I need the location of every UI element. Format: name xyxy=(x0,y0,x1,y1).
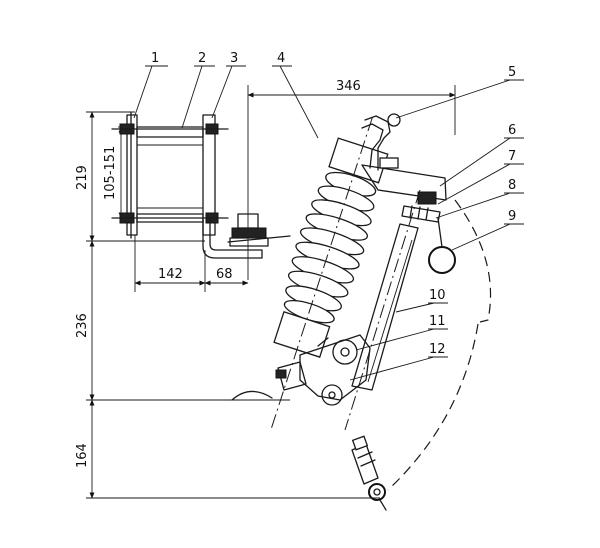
callout-3: 3 xyxy=(230,51,238,66)
swing-path xyxy=(387,199,492,491)
callout-leaders xyxy=(133,65,524,381)
callout-8: 8 xyxy=(508,178,516,193)
dim-346-label: 346 xyxy=(336,79,361,94)
callout-2: 2 xyxy=(198,51,206,66)
top-contact-assembly xyxy=(361,113,456,274)
fuse-tube xyxy=(344,189,421,431)
callout-1: 1 xyxy=(151,51,159,66)
dim-68-label: 68 xyxy=(216,267,233,282)
callout-6: 6 xyxy=(508,123,516,138)
dimension-lines xyxy=(86,85,456,499)
callout-12: 12 xyxy=(429,342,446,357)
callout-11: 11 xyxy=(429,314,446,329)
mounting-bracket xyxy=(111,111,291,259)
lower-hinge-assembly xyxy=(231,334,371,406)
callout-10: 10 xyxy=(429,288,446,303)
callout-5: 5 xyxy=(508,65,516,80)
callout-7: 7 xyxy=(508,149,516,164)
dim-164-label: 164 xyxy=(75,443,90,468)
dropped-fuse xyxy=(351,435,387,511)
dim-236-label: 236 xyxy=(75,313,90,338)
dim-142-label: 142 xyxy=(158,267,183,282)
porcelain-insulator xyxy=(269,117,389,432)
dim-105-151-label: 105-151 xyxy=(103,146,118,200)
dim-219-label: 219 xyxy=(75,165,90,190)
callout-9: 9 xyxy=(508,209,516,224)
callout-4: 4 xyxy=(277,51,285,66)
